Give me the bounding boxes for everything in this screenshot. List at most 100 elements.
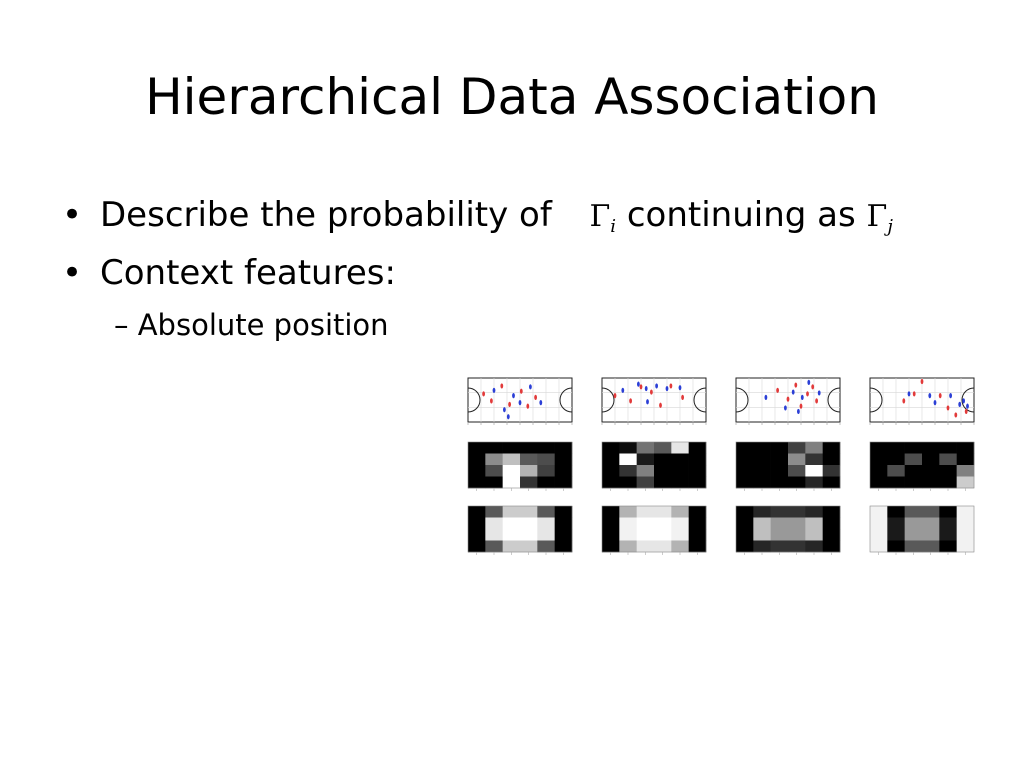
player-red (954, 412, 958, 418)
heatmap-top-cell (788, 476, 806, 489)
player-red (794, 382, 798, 388)
heatmap-top-cell (904, 465, 923, 477)
heatmap-top-cell (904, 442, 923, 454)
heatmap-top-cell (870, 442, 888, 454)
heatmap-top-cell (822, 476, 841, 489)
heatmap-top-cell (485, 442, 503, 454)
sub-bullet-absolute-position: – Absolute position (114, 302, 1002, 348)
heatmap-top-cell (602, 442, 620, 454)
heatmap-bottom-cell (904, 529, 923, 541)
player-red (613, 393, 617, 399)
heatmap-top-cell (636, 476, 655, 489)
heatmap-top-cell (922, 476, 940, 489)
heatmap-top-cell (939, 453, 957, 466)
player-red (920, 378, 924, 385)
player-blue (518, 400, 522, 406)
heatmap-top-cell (770, 442, 789, 454)
player-blue (655, 383, 658, 389)
player-red (629, 398, 632, 404)
heatmap-top-cell (922, 453, 940, 466)
heatmap-bottom-cell (939, 517, 957, 530)
heatmap-top-cell (654, 476, 672, 489)
gamma-j-symbol: Γj (866, 199, 893, 237)
bullet-text: Context features: (100, 253, 396, 293)
heatmap-bottom-cell (671, 529, 689, 541)
player-blue (962, 398, 965, 404)
heatmap-top-cell (671, 442, 689, 454)
heatmap-frame (869, 441, 975, 489)
player-blue (784, 405, 787, 411)
heatmap-bottom-cell (537, 517, 555, 530)
heatmap-top-cell (468, 465, 486, 477)
heatmap-top-cell (887, 442, 905, 454)
heatmap-bottom-cell (870, 540, 888, 553)
heatmap-bottom-cell (619, 517, 637, 530)
heatmap-top-cell (468, 476, 486, 489)
player-blue (817, 390, 821, 396)
heatmap-bottom-cell (636, 529, 655, 541)
heatmap-top-cell (922, 465, 940, 477)
heatmap-top-cell (753, 465, 771, 477)
heatmap-bottom-cell (753, 529, 771, 541)
player-blue (529, 384, 532, 390)
bullet-dot: • (62, 253, 83, 293)
player-red (815, 398, 818, 404)
heatmap-bottom-cell (870, 529, 888, 541)
heatmap-frame (735, 441, 841, 489)
heatmap-bottom-cell (520, 529, 538, 541)
heatmap-top-cell (870, 476, 888, 489)
heatmap-top-cell (805, 442, 823, 454)
heatmap-bottom-cell (602, 540, 620, 553)
heatmap-top-cell (736, 442, 754, 454)
heatmap-top-cell (956, 442, 975, 454)
player-red (799, 403, 803, 409)
heatmap-top-cell (619, 453, 637, 466)
heatmap-top-cell (554, 453, 573, 466)
heatmap-bottom-cell (922, 540, 940, 553)
heatmap-top-cell (602, 453, 620, 466)
heatmap-top-cell (788, 442, 806, 454)
heatmap-bottom-cell (770, 540, 789, 553)
heatmap-top-cell (887, 476, 905, 489)
player-red (669, 383, 673, 389)
heatmap-top-cell (939, 442, 957, 454)
heatmap-top-cell (736, 476, 754, 489)
bullet-text-middle: continuing as (626, 195, 856, 235)
heatmap-bottom-cell (753, 540, 771, 553)
heatmap-bottom-cell (822, 517, 841, 530)
heatmap-top-cell (870, 453, 888, 466)
heatmap-top-cell (636, 453, 655, 466)
heatmap-bottom-cell (537, 540, 555, 553)
heatmap-bottom-cell (805, 517, 823, 530)
heatmap-bottom-cell (619, 540, 637, 553)
heatmap-frame (601, 505, 707, 553)
heatmap-top-cell (956, 476, 975, 489)
heatmap-bottom-cell (554, 506, 573, 518)
heatmap-bottom-cell (537, 506, 555, 518)
bullet-list: • Describe the probability of Γi continu… (62, 186, 1002, 348)
heatmap-top-cell (870, 465, 888, 477)
heatmap-top-cell (520, 442, 538, 454)
heatmap-top-cell (485, 476, 503, 489)
player-red (650, 389, 653, 395)
player-red (639, 384, 643, 390)
heatmap-bottom-cell (822, 506, 841, 518)
heatmap-bottom-cell (688, 540, 707, 553)
player-blue (791, 389, 795, 395)
bullet-item-context-features: • Context features: x (62, 244, 1002, 302)
heatmap-top-cell (671, 465, 689, 477)
heatmap-bottom-cell (502, 540, 521, 553)
court-left-arc (869, 387, 883, 413)
player-blue (949, 393, 952, 399)
heatmap-bottom-cell (537, 529, 555, 541)
court-right-arc (827, 387, 841, 413)
slide-title: Hierarchical Data Association (145, 68, 879, 126)
position-feature-figure (456, 370, 980, 560)
heatmap-bottom-cell (636, 540, 655, 553)
heatmap-top-cell (619, 442, 637, 454)
heatmap-top-cell (537, 476, 555, 489)
heatmap-bottom-cell (520, 517, 538, 530)
heatmap-bottom-cell (468, 540, 486, 553)
heatmap-bottom-cell (788, 506, 806, 518)
court-right-arc (559, 387, 573, 413)
